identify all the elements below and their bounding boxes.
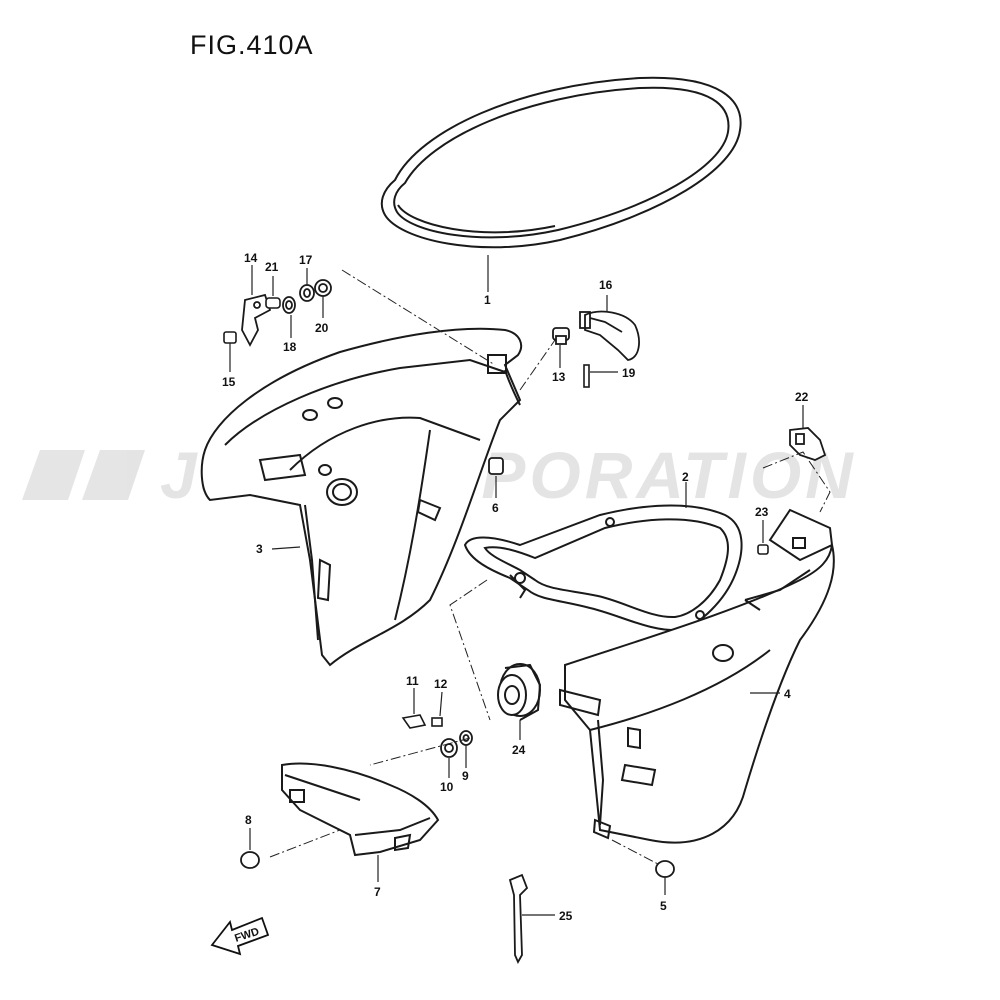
callout-3: 3 [256, 542, 263, 556]
callout-20: 20 [315, 321, 329, 335]
part-6-grommet [488, 457, 504, 475]
callout-23: 23 [755, 505, 769, 519]
part-19-pin [583, 364, 590, 388]
callout-6: 6 [492, 501, 499, 515]
callout-21: 21 [265, 260, 279, 274]
part-4-side-cover [559, 508, 835, 844]
part-9-washer [459, 730, 473, 746]
part-25-cable-tie [508, 873, 529, 965]
callouts: 1 2 3 4 5 6 7 8 9 10 11 12 13 14 15 16 1… [222, 251, 809, 923]
callout-18: 18 [283, 340, 297, 354]
callout-14: 14 [244, 251, 258, 265]
callout-9: 9 [462, 769, 469, 783]
callout-11: 11 [406, 674, 419, 688]
callout-19: 19 [622, 366, 636, 380]
part-14-latch [241, 293, 272, 347]
part-2-frame [463, 504, 743, 632]
part-8-screw [240, 851, 260, 869]
callout-5: 5 [660, 899, 667, 913]
part-23-screw [757, 544, 769, 555]
part-17-washer [299, 284, 315, 302]
part-3-side-cover [200, 327, 523, 667]
part-7-bracket [281, 762, 440, 857]
callout-4: 4 [784, 687, 791, 701]
part-24-grommet [497, 663, 542, 721]
part-11-clip [401, 714, 427, 729]
callout-22: 22 [795, 390, 809, 404]
part-22-clip [789, 427, 827, 461]
part-1-seal [380, 76, 742, 249]
callout-2: 2 [682, 470, 689, 484]
part-20-bushing [314, 279, 332, 297]
callout-7: 7 [374, 885, 381, 899]
callout-17: 17 [299, 253, 313, 267]
part-5-screw [655, 860, 675, 878]
callout-1: 1 [484, 293, 491, 307]
part-18-washer [282, 296, 296, 314]
callout-13: 13 [552, 370, 566, 384]
part-16-lever [579, 310, 640, 361]
fwd-arrow: FWD [210, 916, 270, 956]
part-21-sleeve [265, 297, 281, 309]
callout-12: 12 [434, 677, 448, 691]
part-10-bushing [440, 738, 458, 758]
callout-24: 24 [512, 743, 526, 757]
leader-3 [271, 546, 301, 550]
part-12-screw [431, 717, 443, 727]
callout-15: 15 [222, 375, 236, 389]
callout-10: 10 [440, 780, 454, 794]
assembly-lines [269, 269, 831, 865]
figure-title: FIG.410A [190, 30, 314, 60]
callout-16: 16 [599, 278, 613, 292]
callout-8: 8 [245, 813, 252, 827]
leader-12 [439, 691, 443, 717]
part-13-knob [552, 327, 570, 345]
callout-25: 25 [559, 909, 573, 923]
